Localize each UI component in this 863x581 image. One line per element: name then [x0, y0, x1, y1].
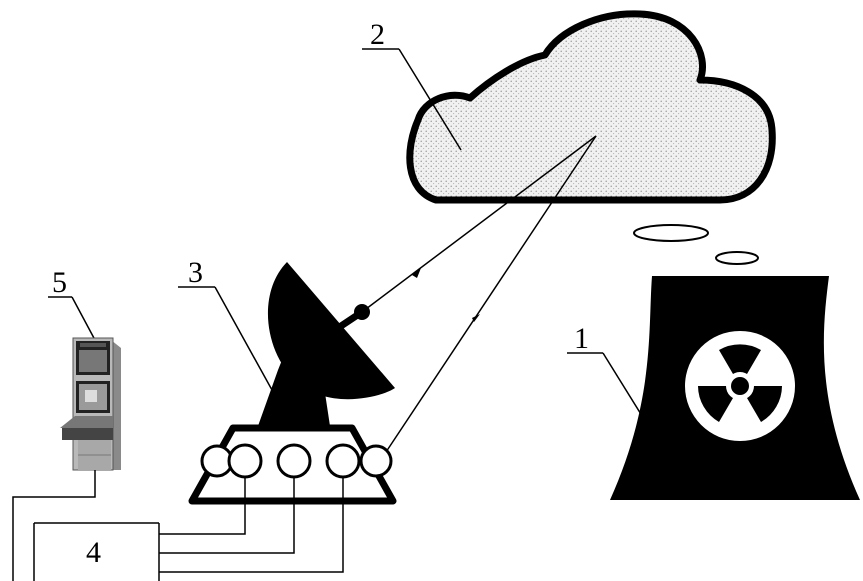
- steam-puffs: [633, 224, 759, 265]
- control-console: [60, 337, 121, 471]
- label-tower: 1: [574, 322, 589, 355]
- label-cloud: 2: [370, 18, 385, 51]
- label-unit: 4: [86, 536, 101, 569]
- label-radar: 3: [188, 256, 203, 289]
- label-console: 5: [52, 266, 67, 299]
- wiring: [12, 470, 344, 581]
- cloud: [406, 10, 776, 204]
- radar-station: [188, 262, 397, 505]
- signal-paths: [361, 135, 597, 453]
- radiation-icon: [685, 331, 795, 441]
- cooling-tower: [610, 276, 860, 500]
- leader-lines: [48, 48, 653, 433]
